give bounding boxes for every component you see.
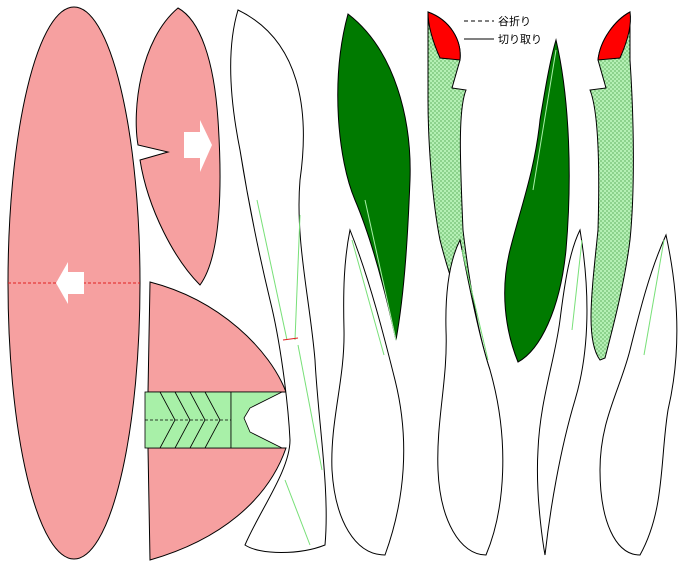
red-bud [427,11,461,61]
white-arrow-left-icon [56,262,84,304]
dark-green-leaf-left [337,13,411,341]
legend: 谷折り 切り取り [464,14,542,46]
stem-with-bud-right [589,11,634,361]
dark-green-leaf-right [504,38,570,363]
white-leaf-3 [230,9,327,553]
lower-petal [144,281,287,561]
red-bud [597,11,631,61]
large-petal [7,6,141,560]
green-tabs [144,391,283,449]
white-leaf-4 [331,228,405,556]
white-leaf-5 [437,238,504,556]
legend-cut-label: 切り取り [498,33,542,46]
white-arrow-right-icon [184,120,212,172]
white-leaf-7 [599,233,678,556]
white-leaf-6 [536,228,588,556]
legend-valley-fold-label: 谷折り [498,14,531,28]
upper-petal [135,7,221,286]
